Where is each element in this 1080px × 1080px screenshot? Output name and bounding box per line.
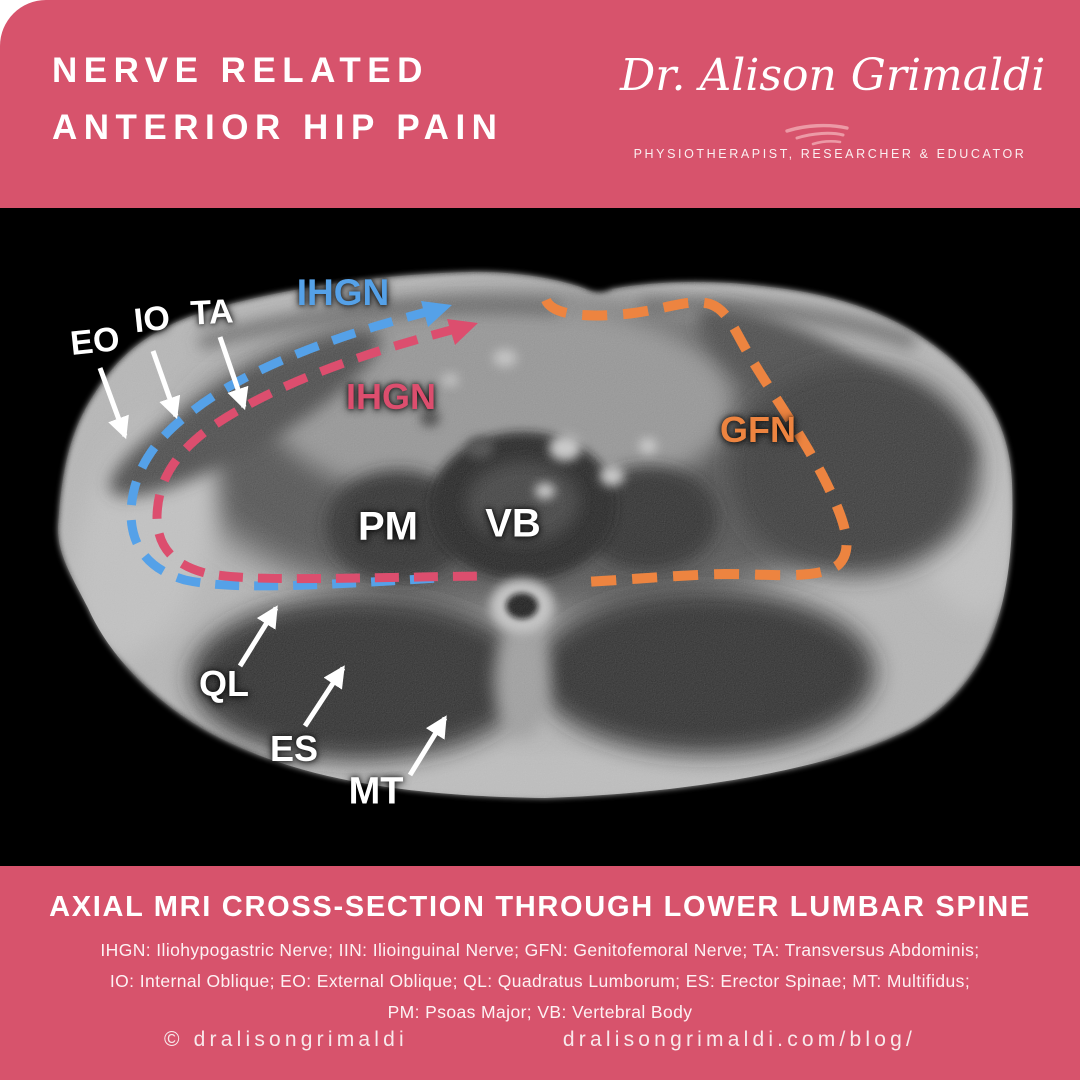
copyright-handle: © dralisongrimaldi xyxy=(163,1028,408,1051)
label-pm: PM xyxy=(358,504,418,549)
legend-line: IHGN: Iliohypogastric Nerve; IIN: Ilioin… xyxy=(100,940,980,960)
ihgn-blue-path xyxy=(126,306,439,591)
mri-image xyxy=(0,208,1080,866)
poster-title: NERVE RELATED ANTERIOR HIP PAIN xyxy=(52,42,503,156)
label-ihgn-blue: IHGN xyxy=(296,272,390,313)
ihgn-blue-arrowhead xyxy=(421,301,452,327)
mri-section: EO IO TA IHGN IHGN GFN PM VB QL ES MT xyxy=(0,208,1080,866)
nerve-paths xyxy=(126,297,852,591)
ihgn-pink-arrowhead xyxy=(447,319,478,345)
caption-section: AXIAL MRI CROSS-SECTION THROUGH LOWER LU… xyxy=(0,866,1080,1080)
abbreviation-legend: IHGN: Iliohypogastric Nerve; IIN: Ilioin… xyxy=(0,935,1080,1028)
label-ta: TA xyxy=(189,292,235,333)
es-arrow xyxy=(302,665,346,728)
header: NERVE RELATED ANTERIOR HIP PAIN Dr. Alis… xyxy=(0,0,1080,208)
mri-anatomy-art xyxy=(58,271,1013,798)
eo-arrow xyxy=(97,367,129,440)
label-ql: QL xyxy=(199,663,249,704)
label-io: IO xyxy=(132,298,172,341)
label-gfn: GFN xyxy=(720,409,796,450)
logo-flourish-icon xyxy=(785,123,849,146)
mt-arrow xyxy=(407,715,448,777)
logo-tagline: PHYSIOTHERAPIST, RESEARCHER & EDUCATOR xyxy=(633,147,1027,161)
io-arrow xyxy=(150,350,181,420)
caption-heading: AXIAL MRI CROSS-SECTION THROUGH LOWER LU… xyxy=(49,891,1031,923)
ihgn-pink-path xyxy=(152,324,484,584)
logo-script-name: Dr. Alison Grimaldi xyxy=(620,50,1046,101)
poster-title-line1: NERVE RELATED xyxy=(52,51,429,90)
ta-arrow xyxy=(217,336,249,411)
pointer-arrows xyxy=(97,336,448,777)
legend-line: PM: Psoas Major; VB: Vertebral Body xyxy=(387,1002,693,1022)
footer: © dralisongrimaldi dralisongrimaldi.com/… xyxy=(0,1028,1080,1052)
label-mt: MT xyxy=(348,770,404,813)
legend-line: IO: Internal Oblique; EO: External Obliq… xyxy=(109,971,971,991)
blog-url: dralisongrimaldi.com/blog/ xyxy=(562,1028,917,1051)
label-eo: EO xyxy=(68,320,122,363)
poster-title-line2: ANTERIOR HIP PAIN xyxy=(52,108,504,147)
label-ihgn-pink: IHGN xyxy=(346,376,436,417)
gfn-path xyxy=(541,297,852,587)
label-es: ES xyxy=(269,728,319,769)
label-vb: VB xyxy=(485,501,541,546)
ql-arrow xyxy=(237,605,279,668)
